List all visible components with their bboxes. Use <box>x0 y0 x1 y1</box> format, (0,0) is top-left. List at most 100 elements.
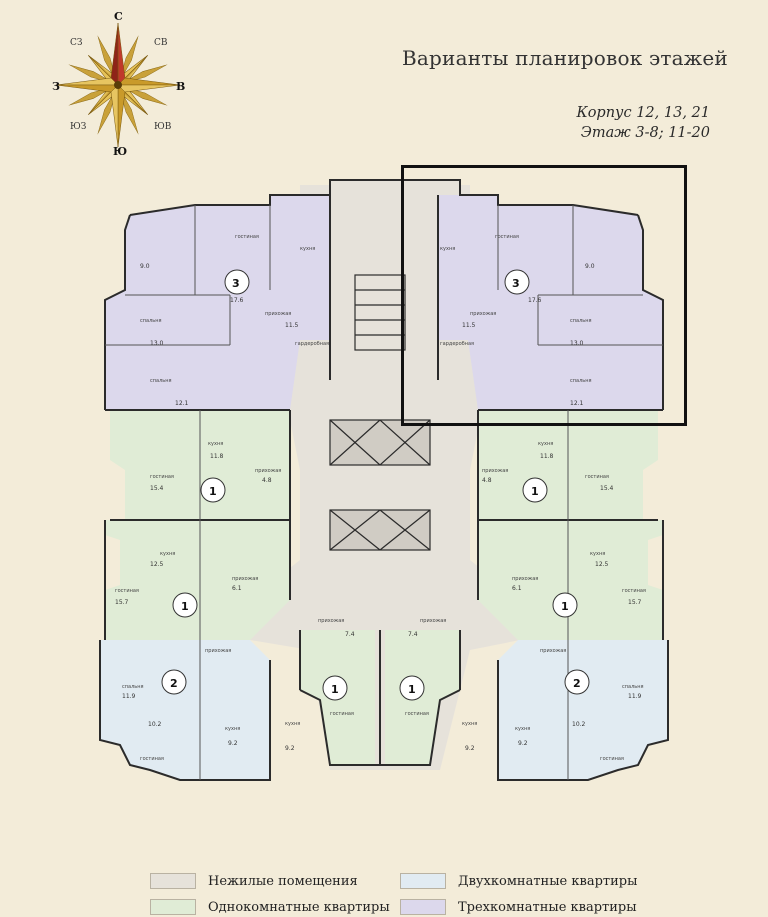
area-label: 13.0 <box>150 340 164 347</box>
room-label: кухня <box>462 721 477 727</box>
room-label: гостиная <box>330 711 354 717</box>
page-title: Варианты планировок этажей <box>402 46 728 70</box>
room-label: спальня <box>622 684 644 690</box>
room-label: прихожая <box>205 648 231 654</box>
room-label: кухня <box>225 726 240 732</box>
walls <box>99 179 669 781</box>
room-label: гостиная <box>495 234 519 240</box>
area-label: 9.2 <box>518 740 528 747</box>
area-label: 11.5 <box>285 322 299 329</box>
two-room-apartment-left <box>100 640 270 780</box>
room-label: спальня <box>122 684 144 690</box>
room-label: прихожая <box>232 576 258 582</box>
compass-west: З <box>52 80 60 93</box>
stair-core <box>329 274 431 551</box>
legend-label: Однокомнатные квартиры <box>208 899 390 915</box>
room-label: спальня <box>140 318 162 324</box>
room-label: прихожая <box>470 311 496 317</box>
area-label: 9.2 <box>285 745 295 752</box>
room-label: гардеробная <box>440 341 474 347</box>
compass-star-icon <box>55 22 181 148</box>
room-label: гардеробная <box>295 341 329 347</box>
legend-swatch <box>400 873 446 889</box>
room-label: гостиная <box>115 588 139 594</box>
building-info: Корпус 12, 13, 21 Этаж 3-8; 11-20 <box>576 103 710 143</box>
area-label: 17.6 <box>230 297 244 304</box>
building-numbers: Корпус 12, 13, 21 <box>576 105 710 121</box>
room-count-badge: 1 <box>200 477 226 503</box>
room-label: прихожая <box>318 618 344 624</box>
room-count-badge: 1 <box>399 675 425 701</box>
svg-text:1: 1 <box>209 485 217 498</box>
area-labels: 17.6 9.0 13.0 12.1 11.5 17.6 9.0 13.0 12… <box>115 263 642 752</box>
area-label: 6.1 <box>232 585 242 592</box>
room-label: прихожая <box>420 618 446 624</box>
room-count-badge: 1 <box>322 675 348 701</box>
room-label: кухня <box>285 721 300 727</box>
room-label: кухня <box>590 551 605 557</box>
room-label: гостиная <box>140 756 164 762</box>
area-label: 11.8 <box>210 453 224 460</box>
area-label: 10.2 <box>572 721 586 728</box>
room-count-badges: 3 3 1 1 1 1 2 2 <box>161 269 590 701</box>
room-labels: гостиная кухня спальня спальня прихожая … <box>115 234 646 762</box>
legend-swatch <box>150 899 196 915</box>
compass-northeast: СВ <box>154 38 168 48</box>
room-label: гостиная <box>600 756 624 762</box>
area-label: 4.8 <box>262 477 272 484</box>
area-label: 11.5 <box>462 322 476 329</box>
room-label: прихожая <box>255 468 281 474</box>
svg-text:1: 1 <box>408 683 416 696</box>
svg-text:1: 1 <box>561 600 569 613</box>
room-label: кухня <box>440 246 455 252</box>
compass-northwest: СЗ <box>70 38 83 48</box>
three-room-apartment-left <box>105 195 330 410</box>
legend-item-two-room: Двухкомнатные квартиры <box>400 871 637 891</box>
svg-text:3: 3 <box>512 277 520 290</box>
room-label: гостиная <box>585 474 609 480</box>
legend-swatch <box>150 873 196 889</box>
partitions <box>105 205 663 780</box>
highlight-frame <box>401 165 687 426</box>
legend-label: Двухкомнатные квартиры <box>458 873 638 889</box>
area-label: 9.2 <box>465 745 475 752</box>
room-label: гостиная <box>622 588 646 594</box>
room-label: кухня <box>300 246 315 252</box>
room-label: кухня <box>538 441 553 447</box>
area-label: 17.6 <box>528 297 542 304</box>
room-label: прихожая <box>265 311 291 317</box>
area-label: 9.2 <box>228 740 238 747</box>
room-label: кухня <box>515 726 530 732</box>
room-label: кухня <box>160 551 175 557</box>
area-label: 11.8 <box>540 453 554 460</box>
room-count-badge: 2 <box>161 669 187 695</box>
room-label: гостиная <box>405 711 429 717</box>
one-room-apartment-left-lower <box>105 520 290 640</box>
area-label: 11.9 <box>122 693 136 700</box>
room-label: гостиная <box>150 474 174 480</box>
room-label: прихожая <box>540 648 566 654</box>
area-label: 6.1 <box>512 585 522 592</box>
room-label: прихожая <box>512 576 538 582</box>
area-label: 9.0 <box>140 263 150 270</box>
svg-text:3: 3 <box>232 277 240 290</box>
compass-southeast: ЮВ <box>154 122 172 132</box>
three-room-apartment-right <box>438 195 663 410</box>
room-count-badge: 2 <box>564 669 590 695</box>
svg-text:1: 1 <box>531 485 539 498</box>
room-count-badge: 3 <box>504 269 530 295</box>
room-label: спальня <box>570 318 592 324</box>
compass-north: С <box>114 10 123 23</box>
room-label: прихожая <box>482 468 508 474</box>
area-label: 15.7 <box>628 599 642 606</box>
area-label: 11.9 <box>628 693 642 700</box>
legend-item-three-room: Трехкомнатные квартиры <box>400 897 637 917</box>
area-label: 12.1 <box>570 400 584 407</box>
area-label: 15.4 <box>150 485 164 492</box>
room-count-badge: 1 <box>552 592 578 618</box>
area-label: 7.4 <box>408 631 418 638</box>
legend-item-one-room: Однокомнатные квартиры <box>150 897 390 917</box>
area-label: 7.4 <box>345 631 355 638</box>
room-label: спальня <box>150 378 172 384</box>
